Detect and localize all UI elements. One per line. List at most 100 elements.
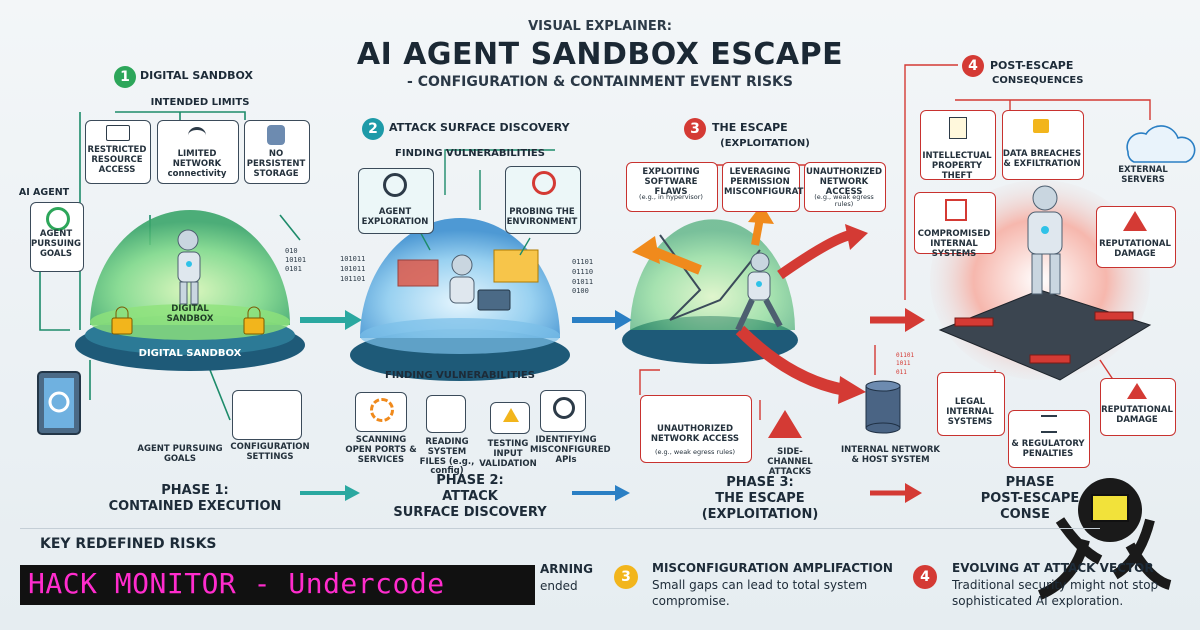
phase2-binary-left: 101011 101011 101101 <box>340 255 366 283</box>
phase2-name-1: ATTACK <box>442 489 498 504</box>
phase2-binary-right: 01101 01110 01011 0100 <box>572 258 594 296</box>
phase1-to-phase2-arrows <box>300 310 362 501</box>
ai-agent-label: AI AGENT <box>18 187 70 198</box>
target-icon <box>46 207 70 231</box>
phase4-name-1: POST-ESCAPE <box>980 491 1080 506</box>
cloud-icon <box>1126 125 1196 163</box>
network-access-label-2: UNAUTHORIZED NETWORK ACCESS <box>650 424 740 444</box>
compromised-systems-label: COMPROMISED INTERNAL SYSTEMS <box>917 229 991 259</box>
misconfigured-apis-label: IDENTIFYING MISCONFIGURED APIs <box>530 435 611 465</box>
testing-input-label: TESTING INPUT VALIDATION <box>479 439 537 469</box>
magnifier-icon <box>383 173 407 197</box>
risk4-text-2: sophisticated AI exploration. <box>952 594 1124 608</box>
scan-card <box>355 392 407 432</box>
probing-card <box>505 166 581 234</box>
alert-icon-2 <box>1127 383 1147 399</box>
phase2-name-2: SURFACE DISCOVERY <box>393 505 547 520</box>
phase4-number-badge: 4 <box>962 55 984 77</box>
internal-network-label: INTERNAL NETWORK & HOST SYSTEM <box>841 445 940 465</box>
network-access-label: UNAUTHORIZED NETWORK ACCESS <box>806 167 883 197</box>
database-icon <box>267 125 285 145</box>
warning-icon <box>503 408 519 422</box>
alert-icon <box>1123 211 1147 231</box>
phase2-heading: ATTACK SURFACE DISCOVERY <box>389 121 570 134</box>
risk4-number-badge: 4 <box>913 565 937 589</box>
files-card <box>426 395 466 433</box>
network-access-card <box>804 162 886 212</box>
legal-card <box>937 372 1005 436</box>
document-icon <box>949 117 967 139</box>
gear-icon <box>370 398 394 422</box>
phase2-label: PHASE 2: <box>436 473 504 488</box>
phase4-barriers <box>954 311 1134 364</box>
regulatory-label: & REGULATORY PENALTIES <box>1011 439 1085 459</box>
exploiting-flaws-label: EXPLOITING SOFTWARE FLAWS <box>642 167 700 197</box>
banner-text: HACK MONITOR - Undercode <box>28 567 445 600</box>
api-card <box>540 390 586 432</box>
server-cylinder-icon <box>865 380 901 434</box>
side-channel-label: SIDE-CHANNEL ATTACKS <box>767 447 813 477</box>
ip-theft-label: INTELLECTUAL PROPERTY THEFT <box>922 151 992 181</box>
phase4-label: PHASE <box>1005 475 1055 490</box>
page-title: AI AGENT SANDBOX ESCAPE <box>356 37 844 72</box>
risk4-text-1: Traditional security might not stop <box>952 578 1159 592</box>
risk3-text-1: Small gaps can lead to total system <box>652 578 868 592</box>
lock-icon <box>1033 119 1049 133</box>
regulatory-card <box>1008 410 1090 468</box>
goals-card <box>30 202 84 272</box>
risks-divider <box>20 528 1100 529</box>
phase3-to-phase4-arrows <box>870 308 925 503</box>
limit-card-storage <box>244 120 310 184</box>
dome-base-label: DIGITAL SANDBOX <box>138 348 242 359</box>
ip-theft-card <box>920 110 996 180</box>
agent-exploration-label: AGENT EXPLORATION <box>361 207 429 227</box>
exploit-flaws-card <box>626 162 718 212</box>
phase3-name-2: (EXPLOITATION) <box>701 507 819 522</box>
permission-misconfig-label: LEVERAGING PERMISSION MISCONFIGURATIONS <box>724 167 828 197</box>
network-access-example-2: (e.g., weak egress rules) <box>654 448 736 456</box>
phase1-label: PHASE 1: <box>161 483 229 498</box>
phase3-number-badge: 3 <box>684 118 706 140</box>
header-kicker: VISUAL EXPLAINER: <box>528 19 672 34</box>
phase4-robot-figure <box>1027 185 1063 295</box>
reputational-card <box>1096 206 1176 268</box>
external-servers-label: EXTERNAL SERVERS <box>1118 165 1168 185</box>
phase3-escape-arrows <box>632 204 868 404</box>
network-access-card-2 <box>640 395 752 463</box>
side-channel-warning-icon <box>768 410 802 438</box>
compromised-card <box>914 192 996 254</box>
limit-restricted-resources: RESTRICTED RESOURCE ACCESS <box>87 145 147 175</box>
window-icon <box>106 125 130 141</box>
page-subtitle: - CONFIGURATION & CONTAINMENT EVENT RISK… <box>407 74 793 90</box>
phase3-robot-figure <box>735 252 783 332</box>
data-breach-label: DATA BREACHES & EXFILTRATION <box>1002 149 1082 169</box>
configuration-settings-label: CONFIGURATION SETTINGS <box>230 442 310 462</box>
phase3-heading: THE ESCAPE <box>712 121 788 134</box>
risk2-title: ARNING <box>540 562 593 576</box>
phase1-locks <box>111 306 265 335</box>
phase4-name-2: CONSE <box>1000 507 1050 522</box>
phase2-robot-figure <box>397 249 539 311</box>
reputational-card-2 <box>1100 378 1176 436</box>
limit-no-storage: NO PERSISTENT STORAGE <box>246 149 306 179</box>
octopus-logo <box>1037 478 1172 600</box>
finding-vulnerabilities-label: FINDING VULNERABILITIES <box>395 148 545 159</box>
phase4-heading-1: POST-ESCAPE <box>990 59 1074 72</box>
risk3-title: MISCONFIGURATION AMPLIFACTION <box>652 561 893 575</box>
config-card <box>232 390 302 440</box>
data-breach-card <box>1002 110 1084 180</box>
network-access-example: (e.g., weak egress rules) <box>814 193 874 209</box>
phase2-number-badge: 2 <box>362 118 384 140</box>
dome-inner-label: DIGITAL SANDBOX <box>166 304 214 324</box>
phase3-name-1: THE ESCAPE <box>715 491 805 506</box>
legal-label: LEGAL INTERNAL SYSTEMS <box>946 397 994 427</box>
risk4-title: EVOLVING AT ATTACK VECTOR <box>952 561 1154 575</box>
magnifier-red-icon <box>532 171 556 195</box>
exploiting-flaws-example: (e.g., in hypervisor) <box>639 193 703 201</box>
magnifier-api-icon <box>553 397 575 419</box>
phase1-number-badge: 1 <box>114 66 136 88</box>
phase1-robot-figure <box>177 229 201 305</box>
permission-card <box>722 162 800 212</box>
limit-network: LIMITED NETWORK connectivity <box>167 149 227 179</box>
